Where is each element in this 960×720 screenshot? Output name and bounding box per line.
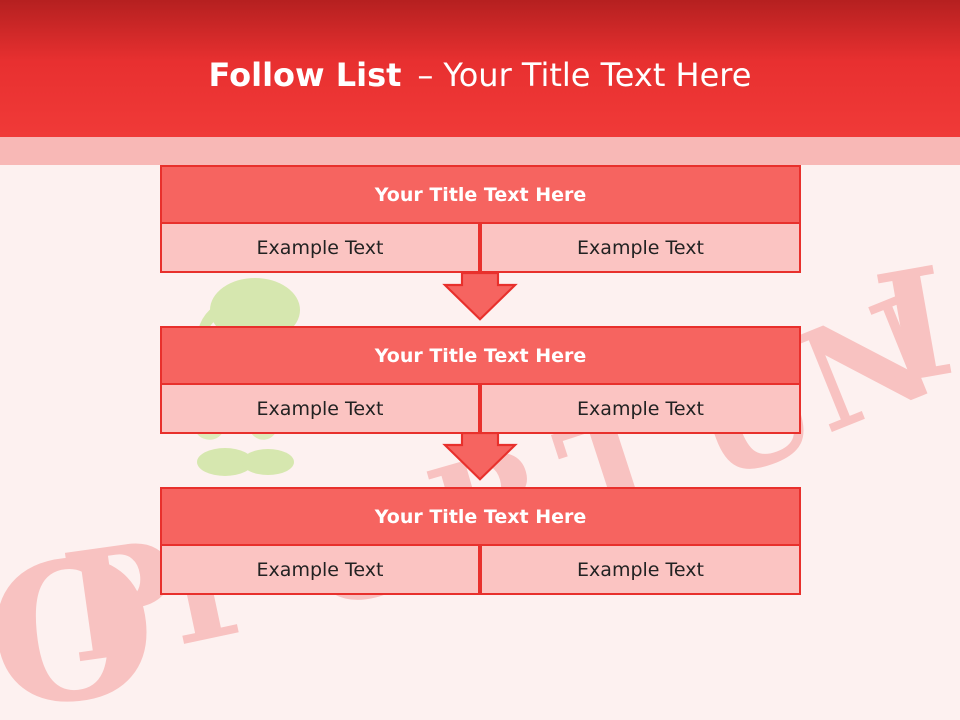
down-arrow-icon	[442, 273, 518, 321]
flow-block-3: Your Title Text Here Example Text Exampl…	[160, 487, 801, 595]
title-rest-part: Your Title Text Here	[443, 56, 752, 94]
flow-block-title: Your Title Text Here	[160, 487, 801, 546]
banner-stripe	[0, 137, 960, 165]
flow-block-cell-left: Example Text	[160, 383, 480, 434]
flow-block-cell-right: Example Text	[480, 383, 801, 434]
title-banner	[0, 0, 960, 137]
flow-block-cell-right: Example Text	[480, 222, 801, 273]
down-arrow-icon	[442, 433, 518, 481]
flow-block-1: Your Title Text Here Example Text Exampl…	[160, 165, 801, 273]
flow-block-cell-left: Example Text	[160, 222, 480, 273]
title-separator: –	[417, 56, 434, 94]
flow-block-cell-right: Example Text	[480, 544, 801, 595]
flow-block-title: Your Title Text Here	[160, 165, 801, 224]
flow-block-title: Your Title Text Here	[160, 326, 801, 385]
slide-title: Follow List–Your Title Text Here	[0, 55, 960, 95]
flow-block-2: Your Title Text Here Example Text Exampl…	[160, 326, 801, 434]
title-bold-part: Follow List	[208, 56, 402, 94]
flow-block-cell-left: Example Text	[160, 544, 480, 595]
bg-letter: O	[0, 513, 166, 720]
